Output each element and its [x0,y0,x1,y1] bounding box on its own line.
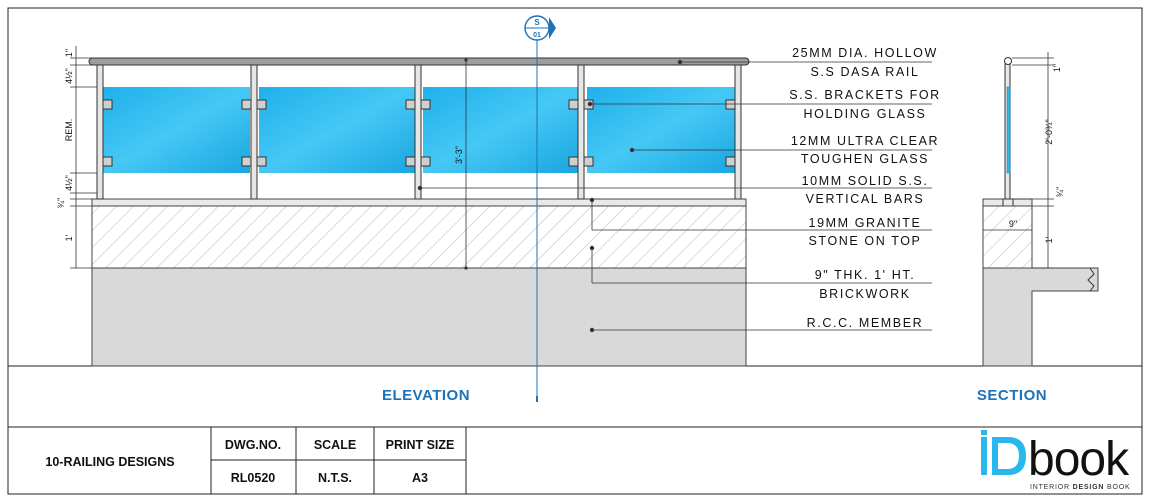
dim-left-four-half-b: 4½" [64,175,74,191]
sheet-border [7,7,1143,495]
dim-section-nine-in: 9" [1009,219,1017,229]
section-marker-top: S [534,18,540,27]
center-dimension: 3'-3" [454,58,468,270]
glass-panel [103,87,250,173]
glass-bracket [725,99,736,110]
logo-book-text: book [1028,433,1130,486]
glass-bracket [568,99,579,110]
brickwork [91,205,747,269]
label-bars-line1: 10MM SOLID S.S. [802,174,929,188]
callout-labels: 25MM DIA. HOLLOW S.S DASA RAIL S.S. BRAC… [789,46,941,330]
label-brackets-line1: S.S. BRACKETS FOR [789,88,941,102]
section-glass [1006,86,1011,174]
dim-left-four-half-a: 4½" [64,68,74,84]
dim-section-one-ft: 1' [1044,236,1054,243]
logo-i-stem [981,437,987,475]
label-bars-line2: VERTICAL BARS [806,192,925,206]
glass-bracket [102,99,113,110]
glass-bracket [405,99,416,110]
section-marker: S 01 [524,15,556,41]
section-rail [1004,57,1012,65]
dwg-no-value: RL0520 [231,471,276,485]
glass-panel [423,87,578,173]
label-brackets-line2: HOLDING GLASS [804,107,927,121]
label-glass-line1: 12MM ULTRA CLEAR [791,134,939,148]
section-drawing [982,57,1099,367]
elevation-drawing [88,57,750,367]
section-marker-arrow [549,17,556,39]
label-rail-line2: S.S DASA RAIL [810,65,919,79]
glass-panel [259,87,415,173]
height-dimension-label: 3'-3" [454,146,464,164]
rcc-member [91,267,747,367]
glass-bracket [420,156,431,167]
glass-bracket [102,156,113,167]
top-rail [88,57,750,66]
vertical-post [96,63,104,200]
glass-panel [587,87,735,173]
left-dimension-chain [70,46,97,269]
label-rcc-line2: R.C.C. MEMBER [807,316,924,330]
label-brick-line2: BRICKWORK [819,287,911,301]
vertical-post [577,63,585,200]
break-line [1087,267,1095,292]
dim-section-three-quarter: ¾" [1055,187,1065,198]
glass-bracket [420,99,431,110]
dim-section-height: 2'-0¾" [1044,119,1054,144]
scale-value: N.T.S. [318,471,352,485]
section-dimension-chain [983,52,1054,269]
idbook-logo: book INTERIOR DESIGN BOOK [981,430,1131,491]
section-title: SECTION [977,387,1047,404]
leader-lines [417,59,932,333]
scale-label: SCALE [314,438,356,452]
print-size-value: A3 [412,471,428,485]
section-rcc [982,267,1099,367]
vertical-post [414,63,422,200]
section-brickwork [982,205,1033,269]
label-granite-line2: STONE ON TOP [809,234,922,248]
print-size-label: PRINT SIZE [386,438,455,452]
glass-bracket [583,156,594,167]
label-granite-line1: 19MM GRANITE [809,216,922,230]
dim-section-one-in: 1" [1052,64,1062,72]
glass-bracket [725,156,736,167]
section-granite [982,198,1033,207]
vertical-post [734,63,742,200]
glass-bracket [241,99,252,110]
drawing-title: 10-RAILING DESIGNS [45,455,174,469]
glass-bracket [405,156,416,167]
label-rail-line1: 25MM DIA. HOLLOW [792,46,938,60]
vertical-post [250,63,258,200]
dwg-no-label: DWG.NO. [225,438,281,452]
granite-top [91,198,747,207]
logo-i-dot [981,430,987,435]
dim-left-three-quarter: ¾" [56,198,66,209]
glass-bracket [568,156,579,167]
dim-left-one-ft: 1' [64,234,74,241]
glass-bracket [241,156,252,167]
elevation-title: ELEVATION [382,387,470,404]
logo-tagline: INTERIOR DESIGN BOOK [1030,484,1130,491]
glass-bracket [256,156,267,167]
title-block-grid [210,427,467,494]
label-brick-line1: 9" THK. 1' HT. [815,268,916,282]
logo-d-letter [992,437,1026,475]
section-marker-bottom: 01 [533,32,541,39]
glass-bracket [256,99,267,110]
dim-left-rem: REM. [64,119,74,142]
label-glass-line2: TOUGHEN GLASS [801,152,929,166]
dim-left-top: 1" [64,49,74,57]
